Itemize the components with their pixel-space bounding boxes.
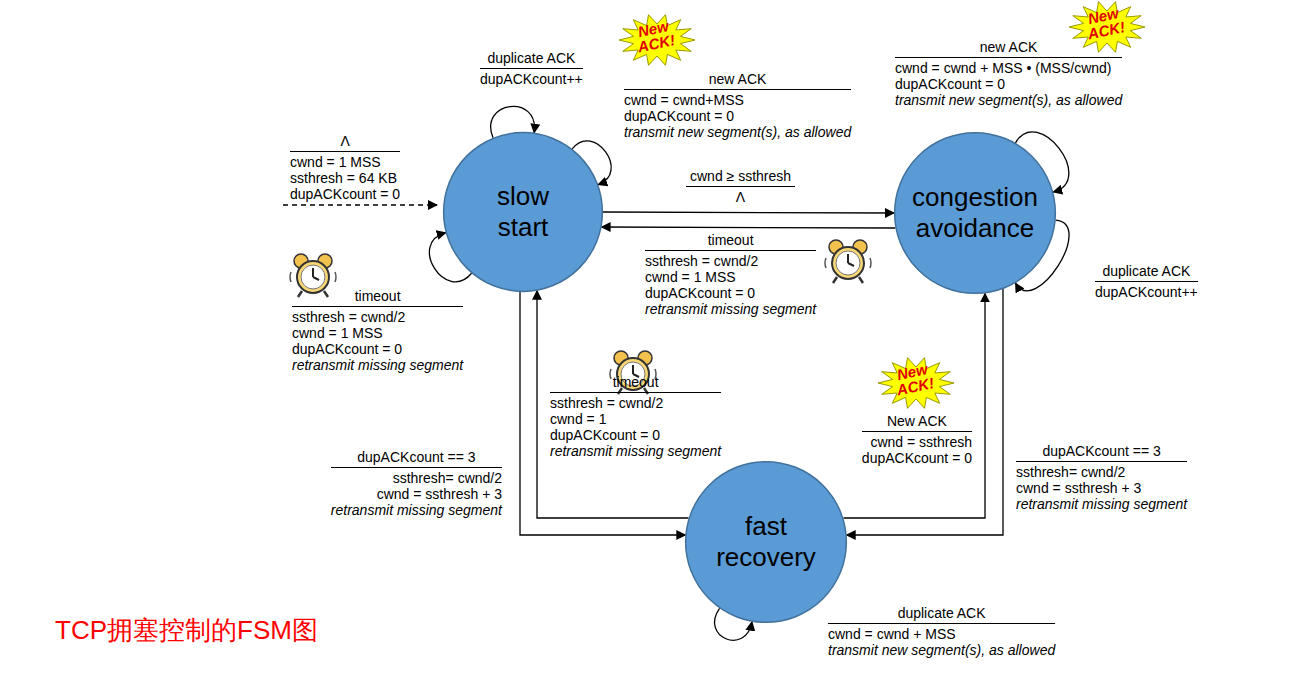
transition-event: duplicate ACK [1095, 263, 1198, 282]
transition-action: cwnd = cwnd + MSS • (MSS/cwnd) [895, 60, 1122, 76]
transition-arrow [603, 212, 894, 213]
transition-event: new ACK [895, 39, 1122, 58]
starburst [619, 15, 695, 66]
transition-label: dupACKcount == 3 ssthresh= cwnd/2cwnd = s… [1016, 443, 1187, 512]
transition-label: Λcwnd = 1 MSSssthresh = 64 KBdupACKcount… [290, 133, 400, 202]
transition-action: dupACKcount = 0 [290, 186, 400, 202]
transition-action: dupACKcount = 0 [862, 450, 972, 466]
transition-action: retransmit missing segment [331, 502, 502, 518]
transition-event: timeout [550, 374, 721, 393]
transition-action: ssthresh= cwnd/2 [1016, 464, 1187, 480]
transition-label: duplicate ACK cwnd = cwnd + MSStransmit n… [828, 605, 1055, 658]
transition-label: timeout ssthresh = cwnd/2cwnd = 1 MSSdupA… [292, 288, 463, 373]
transition-label: new ACK cwnd = cwnd + MSS • (MSS/cwnd)dup… [895, 39, 1122, 108]
transition-action: dupACKcount = 0 [645, 285, 816, 301]
transition-arrow [847, 289, 1003, 535]
circle-shape [895, 133, 1056, 294]
transition-action: transmit new segment(s), as allowed [624, 124, 851, 140]
alarm-clock [825, 240, 871, 283]
transition-action: dupACKcount = 0 [895, 76, 1122, 92]
transition-arrow [602, 227, 896, 228]
state-circle: slow start [442, 131, 604, 293]
transition-action: dupACKcount++ [480, 71, 583, 87]
transition-action: dupACKcount = 0 [550, 427, 721, 443]
transition-action: dupACKcount = 0 [624, 108, 851, 124]
transition-arrow [843, 293, 985, 518]
starburst [1069, 2, 1145, 53]
transition-label: cwnd ≥ ssthreshΛ [686, 168, 795, 205]
transition-action: retransmit missing segment [292, 357, 463, 373]
transition-label: New ACK cwnd = ssthreshdupACKcount = 0 [862, 413, 972, 466]
transition-event: new ACK [624, 71, 851, 90]
transition-action: cwnd = 1 MSS [290, 154, 400, 170]
transition-action: cwnd = cwnd+MSS [624, 92, 851, 108]
transition-event: duplicate ACK [480, 50, 583, 69]
initial-arrow [283, 204, 437, 205]
transition-label: duplicate ACK dupACKcount++ [1095, 263, 1198, 300]
starburst [878, 358, 954, 409]
transition-action: cwnd = ssthresh + 3 [331, 486, 502, 502]
transition-label: new ACK cwnd = cwnd+MSSdupACKcount = 0tra… [624, 71, 851, 140]
transition-action: dupACKcount = 0 [292, 341, 463, 357]
transition-event: timeout [645, 232, 816, 251]
transition-label: dupACKcount == 3 ssthresh= cwnd/2cwnd = s… [331, 449, 502, 518]
transition-action: ssthresh= cwnd/2 [331, 470, 502, 486]
figure-caption: TCP拥塞控制的FSM图 [55, 615, 318, 645]
transition-action: cwnd = 1 MSS [292, 325, 463, 341]
transition-action: dupACKcount++ [1095, 284, 1198, 300]
transition-action: ssthresh = cwnd/2 [292, 309, 463, 325]
transition-event: Λ [290, 133, 400, 152]
transition-label: timeout ssthresh = cwnd/2cwnd = 1 MSSdupA… [645, 232, 816, 317]
state-name: congestion avoidance [912, 182, 1038, 244]
transition-action: retransmit missing segment [645, 301, 816, 317]
state-name: fast recovery [716, 511, 816, 573]
transition-event: duplicate ACK [828, 605, 1055, 624]
transition-action: cwnd = ssthresh + 3 [1016, 480, 1187, 496]
transition-event: cwnd ≥ ssthresh [686, 168, 795, 187]
transition-action: cwnd = ssthresh [862, 434, 972, 450]
state-name: slow start [497, 181, 549, 243]
state-circle: congestion avoidance [893, 131, 1057, 295]
transition-action: ssthresh = 64 KB [290, 170, 400, 186]
alarm-clock [290, 254, 336, 297]
transition-action: transmit new segment(s), as allowed [895, 92, 1122, 108]
transition-action: transmit new segment(s), as allowed [828, 642, 1055, 658]
circle-shape [444, 133, 603, 292]
transition-action: ssthresh = cwnd/2 [645, 253, 816, 269]
transition-event: timeout [292, 288, 463, 307]
transition-action: cwnd = 1 MSS [645, 269, 816, 285]
transition-action: cwnd = 1 [550, 411, 721, 427]
transition-event: dupACKcount == 3 [1016, 443, 1187, 462]
transition-action: cwnd = cwnd + MSS [828, 626, 1055, 642]
transition-action: Λ [686, 189, 795, 205]
transition-action: retransmit missing segment [550, 443, 721, 459]
transition-action: retransmit missing segment [1016, 496, 1187, 512]
transition-event: dupACKcount == 3 [331, 449, 502, 468]
transition-label: duplicate ACK dupACKcount++ [480, 50, 583, 87]
transition-event: New ACK [862, 413, 972, 432]
state-circle: fast recovery [684, 460, 848, 624]
transition-label: timeout ssthresh = cwnd/2cwnd = 1dupACKco… [550, 374, 721, 459]
transition-action: ssthresh = cwnd/2 [550, 395, 721, 411]
circle-shape [686, 462, 847, 623]
